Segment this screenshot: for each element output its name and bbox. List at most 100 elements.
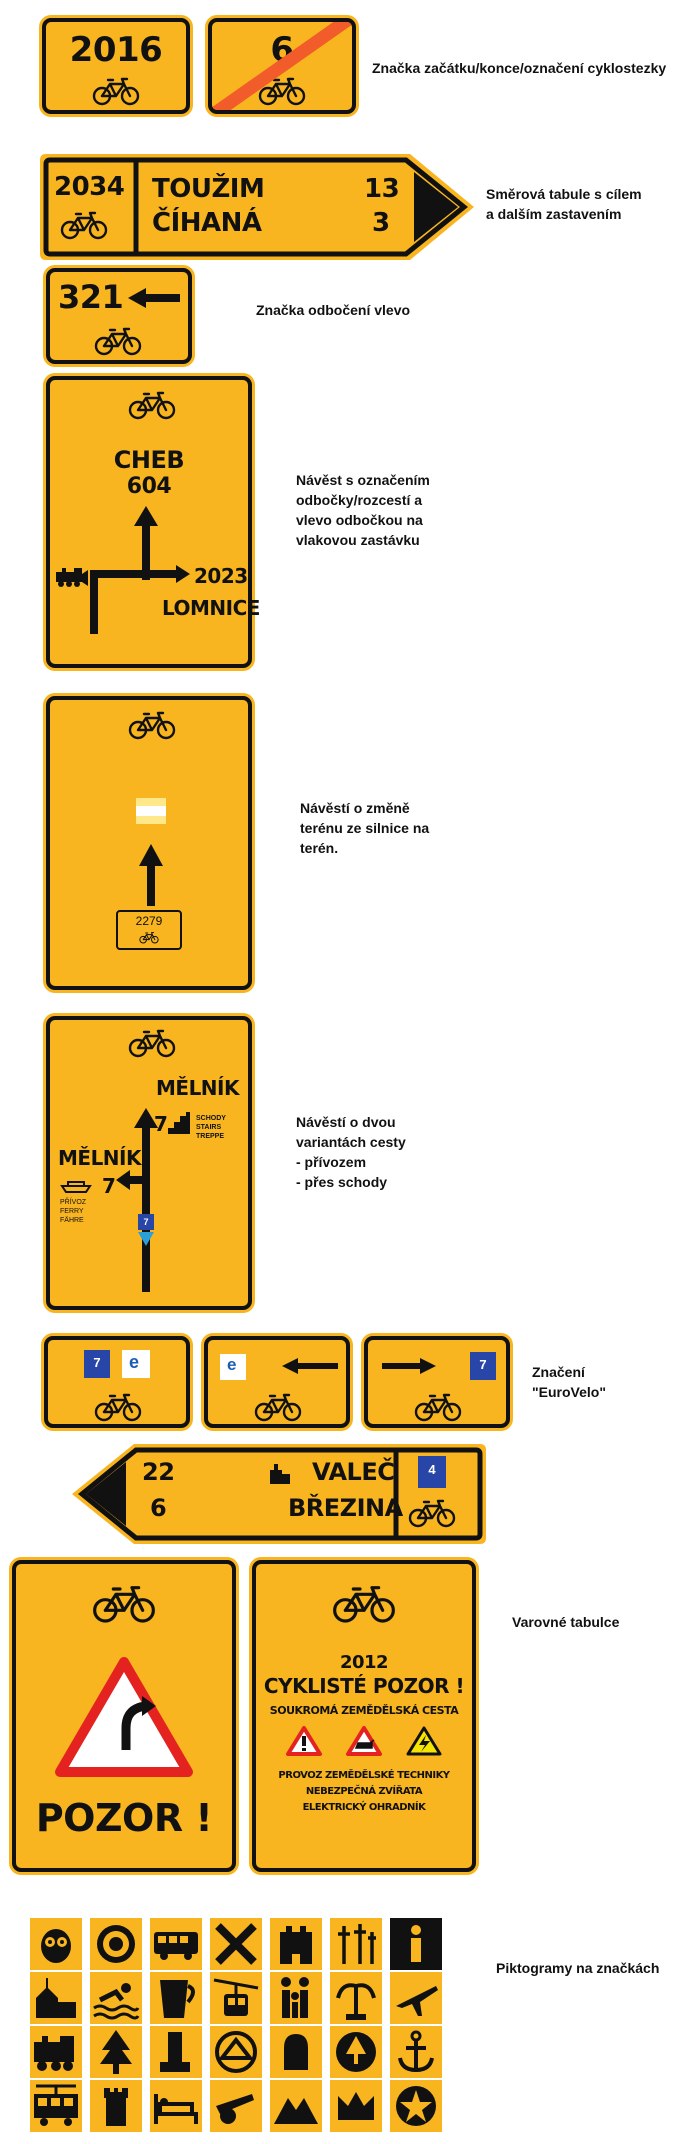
distance-2: 3 bbox=[372, 208, 390, 238]
turn-left-sign: 321 bbox=[46, 268, 192, 364]
family-icon bbox=[270, 1972, 322, 2024]
anchor-icon bbox=[390, 2026, 442, 2078]
ferry-label: PŘÍVOZ FERRY FÄHRE bbox=[60, 1199, 87, 1224]
world-heritage-icon bbox=[210, 2026, 262, 2078]
direction-sign-eurovelo bbox=[72, 1444, 486, 1544]
info-line-1: PROVOZ ZEMĚDĚLSKÉ TECHNIKY bbox=[278, 1770, 450, 1781]
direction-sign bbox=[40, 154, 474, 260]
bicycle-icon bbox=[128, 711, 176, 740]
bicycle-icon bbox=[408, 1499, 456, 1528]
warning-subtitle: SOUKROMÁ ZEMĚDĚLSKÁ CESTA bbox=[269, 1704, 459, 1717]
tram-icon bbox=[30, 2080, 82, 2132]
crossed-swords-icon bbox=[210, 1918, 262, 1970]
destination-1: TOUŽIM bbox=[152, 174, 265, 204]
eurovelo-route-badge: 4 bbox=[418, 1456, 446, 1488]
caption-terrain: Návěstí o změně terénu ze silnice na ter… bbox=[300, 800, 430, 856]
arrow-left-icon bbox=[128, 288, 180, 308]
bicycle-icon bbox=[94, 1393, 142, 1422]
variants-sign: MĚLNÍK 7 SCHODY STAIRS TREPPE MĚLNÍK 7 P… bbox=[46, 1016, 252, 1310]
tree-circle-icon bbox=[330, 2026, 382, 2078]
route-number: 2034 bbox=[54, 172, 125, 202]
animals-icon bbox=[346, 1726, 382, 1756]
bell-icon bbox=[270, 2026, 322, 2078]
cycleway-start-sign: 2016 bbox=[42, 18, 190, 114]
star-badge-icon bbox=[390, 2080, 442, 2132]
airplane-icon bbox=[390, 1972, 442, 2024]
cannon-icon bbox=[210, 2080, 262, 2132]
bed-icon bbox=[150, 2080, 202, 2132]
eurovelo-number: 4 bbox=[428, 1462, 436, 1477]
route-right: 2023 bbox=[194, 564, 248, 588]
arrow-right-icon bbox=[382, 1358, 436, 1374]
bicycle-icon bbox=[139, 932, 159, 944]
steam-train-icon bbox=[30, 2026, 82, 2078]
cable-car-icon bbox=[210, 1972, 262, 2024]
branch-sign: CHEB 604 2023 LOMNICE bbox=[46, 376, 260, 668]
distance-top: 7 bbox=[154, 1112, 168, 1136]
arrow-up-icon bbox=[139, 844, 163, 906]
caption-variants: Návěstí o dvou variantách cesty - přívoz… bbox=[296, 1114, 406, 1190]
junction-arrows bbox=[76, 506, 190, 634]
electric-fence-icon bbox=[406, 1726, 442, 1756]
swimming-icon bbox=[90, 1972, 142, 2024]
bicycle-icon bbox=[333, 1586, 395, 1623]
variant-arrows bbox=[116, 1108, 158, 1292]
eurovelo-route-badge: 7 bbox=[470, 1352, 496, 1380]
eurovelo-sign-3: 7 bbox=[364, 1336, 510, 1428]
caption-branch: Návěst s označením odbočky/rozcestí a vl… bbox=[296, 472, 430, 548]
route-number: 2016 bbox=[69, 30, 163, 70]
eurovelo-badge: 7 bbox=[138, 1214, 154, 1230]
eurovelo-logo: e bbox=[220, 1354, 246, 1380]
warning-sign-2: 2012 CYKLISTÉ POZOR ! SOUKROMÁ ZEMĚDĚLSK… bbox=[252, 1560, 476, 1872]
bicycle-icon bbox=[93, 1586, 155, 1623]
crown-icon bbox=[330, 2080, 382, 2132]
warning-title: CYKLISTÉ POZOR ! bbox=[263, 1674, 465, 1698]
bicycle-icon bbox=[414, 1393, 462, 1422]
steam-train-icon bbox=[56, 568, 82, 587]
fountain-icon bbox=[330, 1972, 382, 2024]
cancel-stripe bbox=[212, 22, 352, 110]
destination-2: BŘEZINA bbox=[288, 1494, 403, 1522]
mug-icon bbox=[150, 1972, 202, 2024]
destination-left: MĚLNÍK bbox=[58, 1146, 142, 1170]
distance-1: 13 bbox=[364, 174, 400, 204]
eurovelo-logo: e bbox=[122, 1350, 150, 1378]
hazard-icon bbox=[286, 1726, 322, 1756]
route-number: 2279 bbox=[135, 914, 163, 928]
caption-start-end: Značka začátku/konce/označení cyklostezk… bbox=[372, 60, 667, 76]
castle-icon bbox=[270, 1464, 290, 1484]
route-plate: 2279 bbox=[116, 910, 182, 950]
caption-warning: Varovné tabulce bbox=[512, 1614, 620, 1630]
owl-icon bbox=[30, 1918, 82, 1970]
caption-pictograms: Piktogramy na značkách bbox=[496, 1960, 660, 1976]
route-number: 321 bbox=[58, 278, 124, 316]
distance-2: 6 bbox=[150, 1494, 167, 1522]
dangerous-curve-icon bbox=[55, 1657, 193, 1777]
destination-2: ČÍHANÁ bbox=[152, 208, 262, 238]
tower-icon bbox=[90, 2080, 142, 2132]
bicycle-icon bbox=[92, 77, 140, 106]
tree-icon bbox=[90, 2026, 142, 2078]
direction-marker-icon bbox=[138, 1232, 154, 1246]
bicycle-icon bbox=[60, 211, 108, 240]
eurovelo-route-badge: 7 bbox=[84, 1350, 110, 1378]
stairs-icon bbox=[168, 1112, 190, 1134]
terrain-symbol bbox=[136, 798, 166, 824]
destination-right: LOMNICE bbox=[162, 596, 260, 620]
distance-left: 7 bbox=[102, 1174, 116, 1198]
destination-top: CHEB bbox=[113, 446, 185, 474]
ferry-icon bbox=[60, 1181, 92, 1193]
arrow-left-icon bbox=[282, 1358, 338, 1374]
info-line-3: ELEKTRICKÝ OHRADNÍK bbox=[302, 1802, 426, 1813]
bus-icon bbox=[150, 1918, 202, 1970]
distance-1: 22 bbox=[142, 1458, 175, 1486]
eurovelo-sign-2: e bbox=[204, 1336, 350, 1428]
pictogram-grid bbox=[30, 1918, 448, 2134]
monument-icon bbox=[150, 2026, 202, 2078]
bicycle-icon bbox=[254, 1393, 302, 1422]
cycleway-end-sign: 6 bbox=[208, 18, 356, 114]
info-icon bbox=[390, 1918, 442, 1970]
year: 2012 bbox=[339, 1652, 389, 1673]
eurovelo-logo-letter: e bbox=[227, 1355, 237, 1374]
warning-sign-1: POZOR ! bbox=[12, 1560, 236, 1872]
